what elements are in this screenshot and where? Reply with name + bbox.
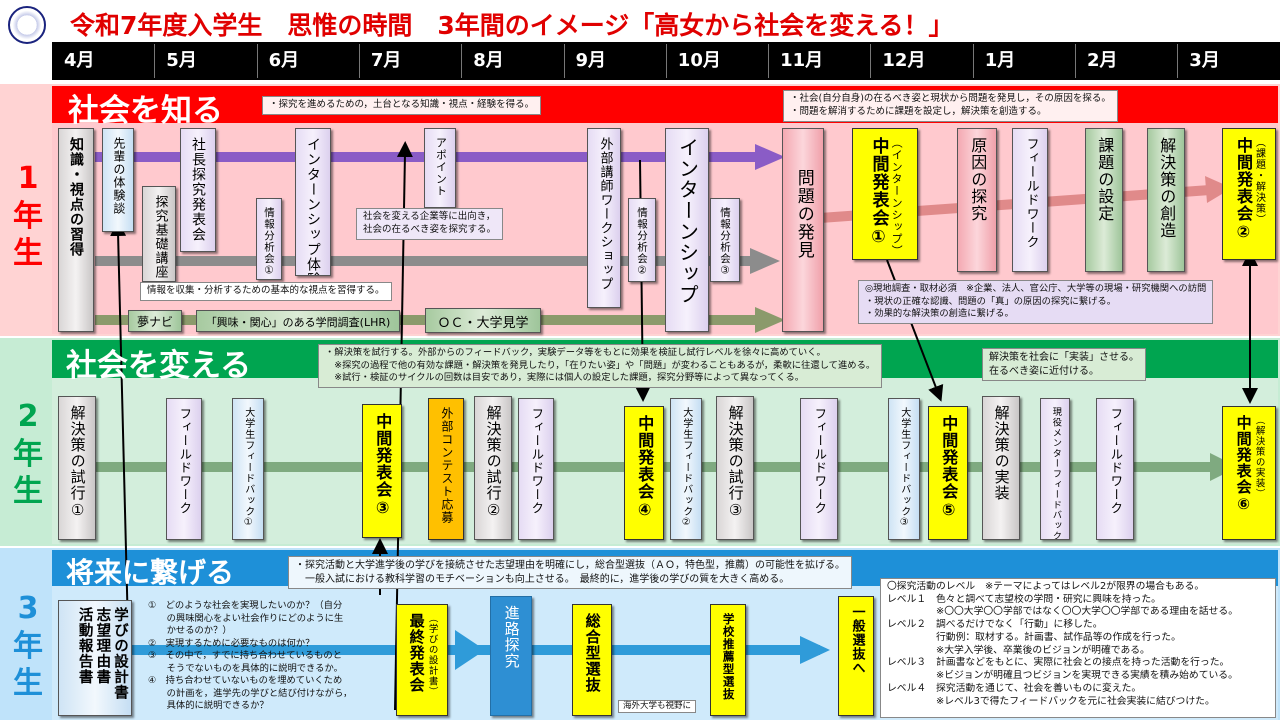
box-chukan3: 中間発表会③ [362,404,402,538]
box-field-y1: フィールドワーク [1012,128,1048,272]
box-shiko1: 解決策の試行① [58,396,96,540]
year1-note-joho: 情報を収集・分析するための基本的な視点を習得する。 [140,282,392,301]
month-8: 11月 [780,50,824,71]
box-chukan4: 中間発表会④ [624,406,664,540]
box-ippan: 一般選抜へ [838,596,874,716]
month-4: 7月 [370,50,402,71]
month-divider [154,44,156,78]
box-joho1: 情報分析会① [256,198,282,280]
year3-note-main: ・探究活動と大学進学後の学びを接続させた志望理由を明確にし，総合型選抜（ＡＯ，特… [288,556,852,589]
box-field3: フィールドワーク [800,398,838,540]
box-daigaku-fb1: 大学生フィードバック① [232,398,264,540]
box-chukan1: 中間発表会①（インターンシップ） [852,128,918,260]
box-daigaku-fb3: 大学生フィードバック③ [888,398,920,540]
box-tankyu-kiso: 探究基礎講座 [142,186,176,282]
year2-note-right: 解決策を社会に「実装」させる。 在るべき姿に近付ける。 [982,348,1146,381]
box-jisso: 解決策の実装 [982,396,1020,540]
month-3: 6月 [268,50,300,71]
month-2: 5月 [166,50,197,71]
month-divider [665,44,667,78]
month-divider [972,44,974,78]
box-kaiketsu: 解決策の創造 [1147,128,1185,272]
box-appoint: アポイント [424,128,456,208]
year2-note-main: ・解決策を試行する。外部からのフィードバック，実験データ等をもとに効果を検証し試… [318,344,883,388]
box-joho3: 情報分析会③ [710,198,740,282]
box-senpai: 先輩の体験談 [102,128,134,232]
box-joho2: 情報分析会② [628,198,656,282]
box-shiko2: 解決策の試行② [474,396,512,540]
month-divider [563,44,565,78]
year3-kaigai: 海外大学も視野に [618,700,697,714]
month-divider [870,44,872,78]
box-field4: フィールドワーク [1096,398,1134,540]
box-kyomi: 「興味・関心」のある学問調査(LHR) [196,310,400,332]
box-saishu: 最終発表会（学びの設計書） [396,604,448,716]
box-mondai: 問題の発見 [782,128,824,332]
box-mentor-fb: 現役メンターフィードバック [1040,398,1070,540]
box-field1: フィールドワーク [166,398,202,540]
month-divider [1075,44,1076,78]
box-kadai: 課題の設定 [1085,128,1123,272]
month-10: 1月 [984,50,1016,71]
box-daigaku-fb2: 大学生フィードバック② [670,398,702,540]
box-chukan6: 中間発表会⑥（解決策の実装） [1222,406,1276,540]
box-chukan2: 中間発表会②（課題・解決策） [1222,128,1276,260]
box-gaibu: 外部講師ワークショップ [587,128,621,308]
box-yumenavi: 夢ナビ [128,310,182,332]
year3-levels: 〇探究活動のレベル ※テーマによってはレベル2が限界の場合もある。 レベル１ 色… [880,578,1276,718]
month-divider [1177,44,1179,78]
month-7: 10月 [677,50,721,71]
box-intern: インターンシップ体験 [295,128,331,276]
month-12: 3月 [1189,50,1220,71]
month-divider [256,44,258,78]
box-contest: 外部コンテスト応募 [428,398,464,540]
year1-note-genchi: ◎現地調査・取材必須 ※企業、法人、官公庁、大学等の現場・研究機関への訪問 ・現… [858,280,1214,324]
box-shiko3: 解決策の試行③ [716,396,754,540]
year1-note-right: ・社会(自分自身)の在るべき姿と現状から問題を発見し，その原因を探る。 ・問題を… [783,90,1118,122]
box-chukan5: 中間発表会⑤ [928,406,968,540]
month-9: 12月 [882,50,926,71]
page-title: 令和7年度入学生 思惟の時間 3年間のイメージ「高女から社会を変える！」 [70,11,954,40]
year3-label: 3年生 [13,591,43,701]
box-field2: フィールドワーク [518,398,554,540]
month-11: 2月 [1087,50,1118,71]
year1-heading: 社会を知る [68,93,223,129]
box-oc: ＯＣ・大学見学 [425,308,541,333]
box-manabi-group: 学びの設計書 志望理由書 活動報告書 [58,600,132,716]
box-sogo: 総合型選抜 [572,604,612,716]
month-divider [768,44,770,78]
year2-label: 2年生 [13,399,43,509]
school-emblem-icon [8,6,46,44]
box-genin: 原因の探究 [957,128,997,272]
month-divider [358,44,360,78]
box-shacho: 社長探究発表会 [180,128,216,252]
month-5: 8月 [473,50,504,71]
year3-questions: ① どのような社会を実現したいのか？（自分 の興味関心をよい社会作りにどのように… [148,600,353,712]
year3-heading: 将来に繋げる [66,556,235,589]
month-1: 4月 [64,50,95,71]
box-suisen: 学校推薦型選抜 [710,604,746,716]
month-divider [461,44,463,78]
year2-heading: 社会を変える [66,348,252,384]
box-intern2: インターンシップ [665,128,709,332]
year1-label: 1年生 [13,161,43,271]
month-6: 9月 [575,50,607,71]
year1-note-top: ・探究を進めるための，土台となる知識・視点・経験を得る。 [262,96,542,115]
box-chishiki: 知識・視点の習得 [58,128,94,332]
box-shinro: 進路探究 [490,596,532,716]
year1-note-kigyo: 社会を変える企業等に出向き， 社会の在るべき姿を探究する。 [356,208,504,240]
